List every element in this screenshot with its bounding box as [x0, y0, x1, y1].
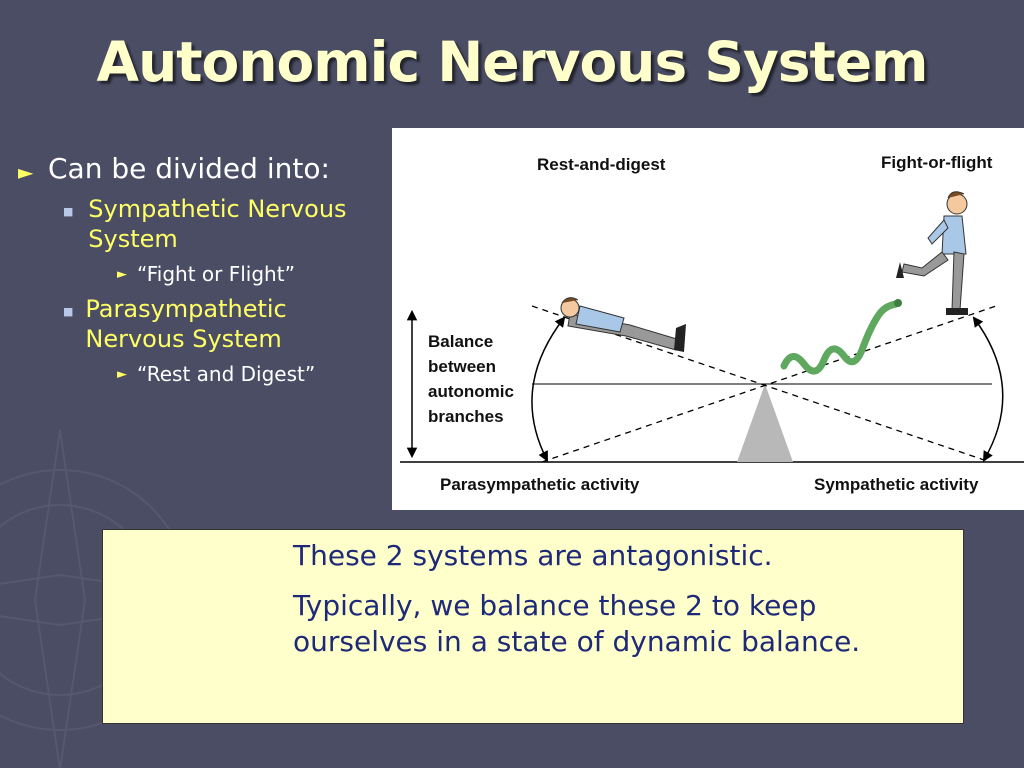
balance-diagram: Rest-and-digest Fight-or-flight Balance … — [392, 128, 1024, 510]
callout-line-dynamic-balance: Typically, we balance these 2 to keep ou… — [293, 589, 861, 659]
rest-and-digest-label: Rest-and-digest — [537, 155, 666, 174]
square-bullet-icon: ■ — [63, 304, 74, 318]
seesaw-line-symp — [541, 305, 997, 463]
snake-illustration — [780, 300, 900, 375]
bullet-list: ► Can be divided into: ■ Sympathetic Ner… — [18, 152, 388, 386]
bullet-parasympathetic: ■ Parasympathetic Nervous System — [63, 294, 388, 354]
fulcrum-triangle — [737, 384, 793, 462]
triangle-bullet-icon: ► — [117, 366, 127, 382]
square-bullet-icon: ■ — [63, 204, 74, 218]
resting-man-illustration — [560, 297, 686, 352]
sympathetic-activity-label: Sympathetic activity — [814, 475, 979, 494]
balance-label-line4: branches — [428, 407, 504, 426]
triangle-bullet-icon: ► — [18, 160, 34, 184]
balance-label-line2: between — [428, 357, 496, 376]
running-man-illustration — [896, 191, 968, 315]
bullet-fight-or-flight: ► “Fight or Flight” — [117, 262, 388, 286]
bullet-sympathetic-text: Sympathetic Nervous System — [88, 194, 347, 253]
bullet-fight-text: “Fight or Flight” — [137, 261, 295, 286]
bullet-main-text: Can be divided into: — [48, 152, 330, 185]
bullet-rest-text: “Rest and Digest” — [137, 361, 316, 386]
balance-label-line1: Balance — [428, 332, 493, 351]
left-curve-arrow — [531, 316, 566, 462]
bullet-sympathetic: ■ Sympathetic Nervous System — [63, 194, 388, 254]
slide-title: Autonomic Nervous System — [96, 30, 929, 94]
fight-or-flight-label: Fight-or-flight — [881, 153, 993, 172]
callout-box: These 2 systems are antagonistic. Typica… — [102, 529, 964, 724]
bullet-parasympathetic-text: Parasympathetic Nervous System — [85, 294, 287, 353]
right-curve-arrow — [972, 316, 1004, 462]
balance-label-line3: autonomic — [428, 382, 514, 401]
callout-line-antagonistic: These 2 systems are antagonistic. — [293, 539, 773, 572]
parasympathetic-activity-label: Parasympathetic activity — [440, 475, 640, 494]
bullet-main: ► Can be divided into: — [18, 152, 388, 186]
bullet-rest-and-digest: ► “Rest and Digest” — [117, 362, 388, 386]
triangle-bullet-icon: ► — [117, 266, 127, 282]
